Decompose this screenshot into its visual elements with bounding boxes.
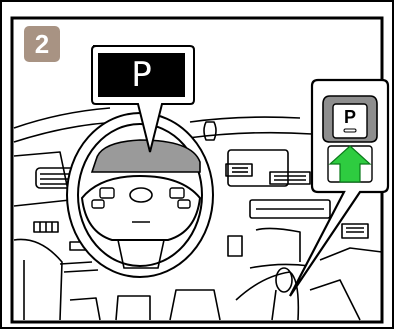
step-number: 2 xyxy=(35,31,49,57)
push-arrow-icon xyxy=(328,146,372,182)
step-badge: 2 xyxy=(24,26,60,62)
shift-gear-text: P xyxy=(344,108,356,126)
steering-wheel xyxy=(67,113,213,277)
cluster-gear-text: P xyxy=(131,58,152,92)
shift-button-label: P xyxy=(333,104,367,130)
cluster-gear-indicator: P xyxy=(98,53,185,97)
